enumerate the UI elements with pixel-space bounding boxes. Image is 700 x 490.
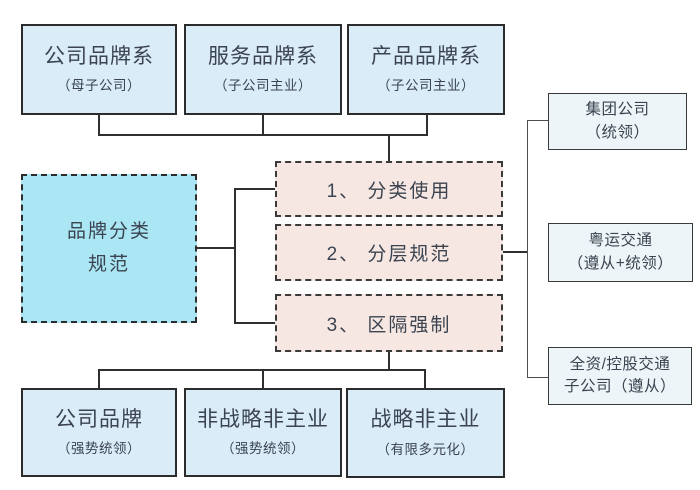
non-strategic-non-core-title: 非战略非主业 bbox=[197, 407, 329, 431]
product-brand-series-subtitle: （子公司主业） bbox=[377, 78, 475, 94]
company-brand-subtitle: （强势统领） bbox=[57, 441, 141, 457]
holding-subsidiary-line1: 全资/控股交通 bbox=[569, 355, 671, 373]
connector-left-branch-bottom bbox=[234, 322, 275, 324]
non-strategic-non-core-subtitle: （强势统领） bbox=[221, 441, 305, 457]
holding-subsidiary-box: 全资/控股交通 子公司（遵从） bbox=[548, 347, 692, 405]
connector-bottom-stub-right bbox=[424, 369, 426, 388]
connector-bottom-stub-left bbox=[98, 369, 100, 388]
connector-right-horizontal bbox=[502, 251, 528, 253]
company-brand-box: 公司品牌 （强势统领） bbox=[21, 388, 177, 477]
group-company-box: 集团公司 （统领） bbox=[548, 93, 687, 150]
group-company-line1: 集团公司 bbox=[585, 101, 650, 119]
brand-classification-spec-line2: 规范 bbox=[87, 253, 130, 275]
connector-left-branch-top bbox=[234, 188, 275, 190]
product-brand-series-box: 产品品牌系 （子公司主业） bbox=[347, 24, 505, 115]
connector-right-vertical bbox=[527, 120, 528, 378]
rule-2-layered-spec-box: 2、 分层规范 bbox=[275, 224, 503, 281]
rule-3-label: 3、 区隔强制 bbox=[326, 314, 452, 336]
connector-top-downleg bbox=[388, 134, 390, 161]
connector-right-branch-top bbox=[527, 120, 548, 121]
connector-left-horizontal bbox=[197, 247, 236, 249]
strategic-non-core-title: 战略非主业 bbox=[370, 408, 481, 432]
product-brand-series-title: 产品品牌系 bbox=[371, 44, 481, 68]
rule-1-classified-use-box: 1、 分类使用 bbox=[275, 161, 503, 217]
connector-bottom-upleg bbox=[388, 352, 390, 371]
rule-2-label: 2、 分层规范 bbox=[326, 244, 452, 265]
strategic-non-core-box: 战略非主业 （有限多元化） bbox=[346, 388, 505, 478]
yueyun-transport-line1: 粤运交通 bbox=[588, 232, 653, 250]
connector-right-branch-bottom bbox=[527, 377, 549, 378]
connector-top-bus bbox=[98, 134, 428, 136]
corporate-brand-series-subtitle: （母子公司） bbox=[57, 78, 141, 94]
rule-1-label: 1、 分类使用 bbox=[326, 180, 452, 202]
connector-left-vertical bbox=[234, 188, 236, 324]
rule-3-separation-mandatory-box: 3、 区隔强制 bbox=[275, 294, 503, 352]
yueyun-transport-line2: （遵从+统领） bbox=[567, 254, 674, 272]
service-brand-series-title: 服务品牌系 bbox=[208, 44, 318, 68]
brand-classification-spec-line1: 品牌分类 bbox=[66, 221, 151, 243]
corporate-brand-series-box: 公司品牌系 （母子公司） bbox=[21, 24, 177, 115]
connector-top-stub-mid bbox=[262, 115, 264, 136]
brand-classification-spec-box: 品牌分类 规范 bbox=[21, 174, 197, 323]
connector-bottom-stub-mid bbox=[262, 369, 264, 388]
non-strategic-non-core-box: 非战略非主业 （强势统领） bbox=[184, 388, 342, 477]
service-brand-series-subtitle: （子公司主业） bbox=[214, 78, 312, 94]
company-brand-title: 公司品牌 bbox=[55, 407, 143, 431]
group-company-line2: （统领） bbox=[585, 123, 650, 141]
holding-subsidiary-line2: 子公司（遵从） bbox=[563, 378, 676, 395]
yueyun-transport-box: 粤运交通 （遵从+统领） bbox=[548, 223, 693, 282]
strategic-non-core-subtitle: （有限多元化） bbox=[376, 441, 475, 457]
service-brand-series-box: 服务品牌系 （子公司主业） bbox=[184, 24, 342, 115]
connector-top-stub-left bbox=[98, 115, 100, 136]
corporate-brand-series-title: 公司品牌系 bbox=[44, 44, 154, 68]
connector-top-stub-right bbox=[426, 115, 428, 136]
